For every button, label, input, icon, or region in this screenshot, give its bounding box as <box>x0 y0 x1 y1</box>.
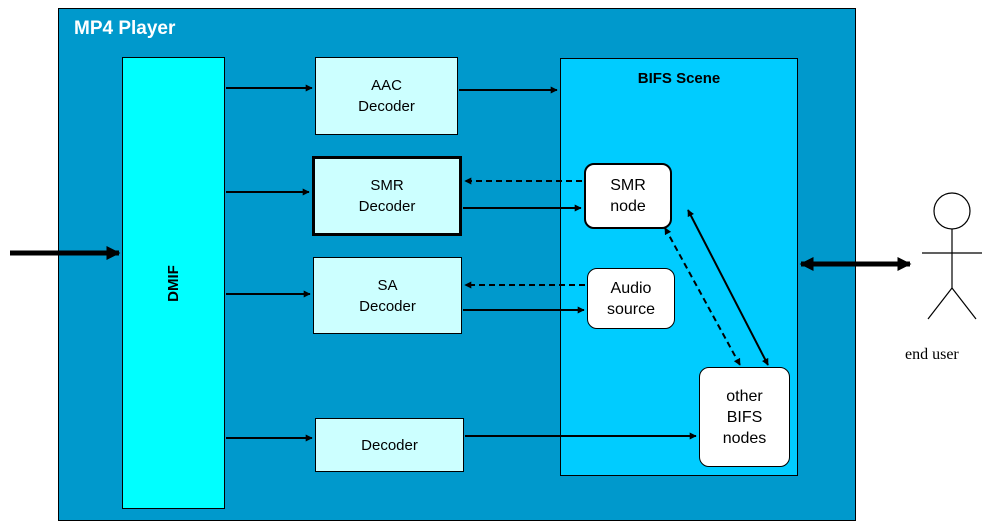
aac-decoder-line1: AAC <box>371 77 402 94</box>
player-title: MP4 Player <box>74 18 176 39</box>
end-user-label: end user <box>905 346 959 363</box>
audio-source-line2: source <box>606 300 656 318</box>
smr-node-line1: SMR <box>610 177 646 194</box>
end-user-icon <box>922 192 982 320</box>
sa-decoder: SA Decoder <box>313 257 462 334</box>
generic-decoder: Decoder <box>315 418 464 472</box>
audio-source-node: Audio source <box>587 268 675 329</box>
arrow-smr-node-other-dashed <box>664 227 741 366</box>
generic-decoder-line1: Decoder <box>361 436 418 454</box>
aac-decoder: AAC Decoder <box>315 57 458 135</box>
smr-decoder-line2: Decoder <box>358 198 416 215</box>
audio-source-line1: Audio <box>610 279 652 297</box>
other-bifs-line2: BIFS <box>726 408 763 426</box>
other-bifs-nodes: other BIFS nodes <box>699 367 790 467</box>
sa-decoder-line2: Decoder <box>359 297 416 315</box>
other-bifs-line3: nodes <box>722 429 767 447</box>
sa-decoder-line1: SA <box>377 276 398 294</box>
other-bifs-line1: other <box>726 387 763 405</box>
smr-decoder-line1: SMR <box>370 177 404 194</box>
dmif-block <box>122 57 225 509</box>
bifs-scene-title: BIFS Scene <box>637 70 721 87</box>
smr-node: SMR node <box>584 163 672 229</box>
smr-node-line2: node <box>610 198 646 215</box>
smr-decoder: SMR Decoder <box>312 156 462 236</box>
aac-decoder-line2: Decoder <box>358 98 415 115</box>
